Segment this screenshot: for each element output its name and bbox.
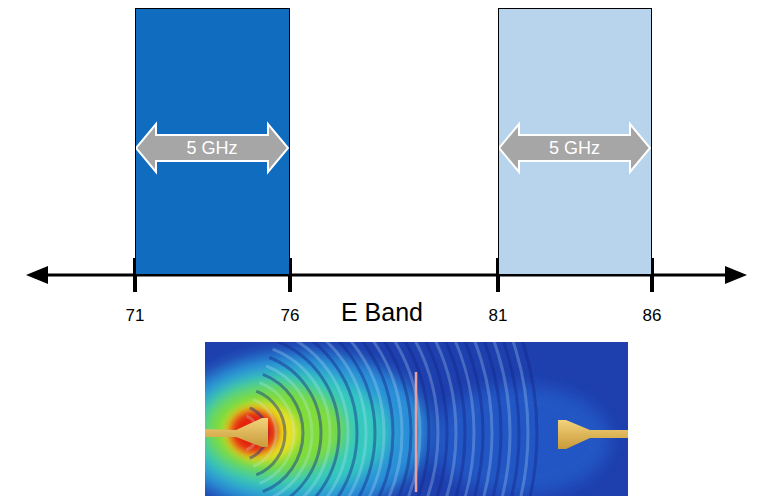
- frequency-tick-label: 86: [643, 306, 662, 326]
- bandwidth-label: 5 GHz: [549, 138, 600, 159]
- field-simulation-image: [205, 342, 628, 496]
- frequency-tick-label: 81: [489, 306, 508, 326]
- frequency-tick-label: 76: [281, 306, 300, 326]
- frequency-band: 5 GHz: [498, 8, 652, 275]
- bandwidth-label: 5 GHz: [186, 138, 237, 159]
- frequency-tick-label: 71: [126, 306, 145, 326]
- band-name: E Band: [341, 298, 423, 327]
- frequency-band: 5 GHz: [135, 8, 290, 275]
